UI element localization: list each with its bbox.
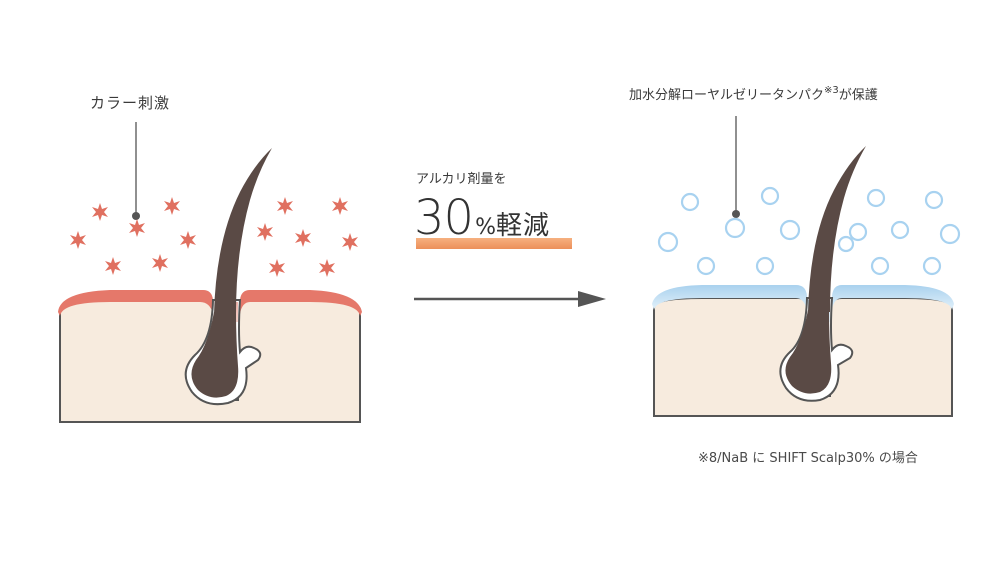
left-pointer-dot [132, 212, 140, 220]
highlight-bar [416, 238, 572, 249]
star-icon [295, 229, 311, 247]
reduction-suffix: 軽減 [495, 211, 550, 241]
protein-bubbles [657, 186, 961, 276]
bubble-icon [848, 222, 868, 242]
right-pointer-dot [732, 210, 740, 218]
right-hair-shaft [808, 146, 866, 312]
right-label-main: 加水分解ローヤルゼリータンパク [629, 88, 825, 103]
center-caption: アルカリ剤量を [416, 172, 507, 187]
left-hair-shaft [214, 148, 272, 314]
bubble-icon [724, 217, 746, 239]
bubble-icon [922, 256, 942, 276]
star-icon [342, 233, 358, 251]
star-icon [332, 197, 348, 215]
bubble-icon [939, 223, 961, 245]
irritant-stars [70, 197, 358, 277]
right-label-suffix: が保護 [838, 88, 878, 103]
right-skin-diagram [652, 116, 954, 417]
bubble-icon [696, 256, 716, 276]
star-icon [92, 203, 108, 221]
bubble-icon [779, 219, 801, 241]
left-hair-bulb [191, 312, 239, 398]
star-icon [180, 231, 196, 249]
right-label-footnote-mark: ※3 [824, 85, 839, 96]
bubble-icon [755, 256, 775, 276]
star-icon [269, 259, 285, 277]
star-icon [70, 231, 86, 249]
right-protect-layer-right [832, 285, 954, 310]
left-irritation-layer [58, 290, 213, 316]
star-icon [129, 219, 145, 237]
bubble-icon [760, 186, 780, 206]
bubble-icon [657, 231, 679, 253]
right-label-protein-protection: 加水分解ローヤルゼリータンパク※3が保護 [629, 84, 878, 103]
reduction-number: 30 [414, 190, 474, 246]
bubble-icon [866, 188, 886, 208]
arrow-head-icon [578, 291, 606, 307]
bubble-icon [890, 220, 910, 240]
bubble-icon [870, 256, 890, 276]
center-reduction-value: 30%軽減 [414, 190, 550, 252]
right-hair-bulb [785, 310, 832, 394]
star-icon [105, 257, 121, 275]
star-icon [164, 197, 180, 215]
footnote: ※8/NaB に SHIFT Scalp30% の場合 [698, 451, 918, 466]
left-label-color-irritation: カラー刺激 [90, 94, 171, 112]
reduction-percent-sign: % [475, 215, 496, 240]
left-irritation-layer-right [240, 290, 362, 316]
star-icon [152, 254, 168, 272]
bubble-icon [680, 192, 700, 212]
left-skin-diagram [58, 122, 362, 423]
star-icon [277, 197, 293, 215]
star-icon [319, 259, 335, 277]
transition-arrow [414, 291, 606, 307]
star-icon [257, 223, 273, 241]
bubble-icon [924, 190, 944, 210]
bubble-icon [837, 235, 855, 253]
right-protect-layer [652, 285, 807, 310]
